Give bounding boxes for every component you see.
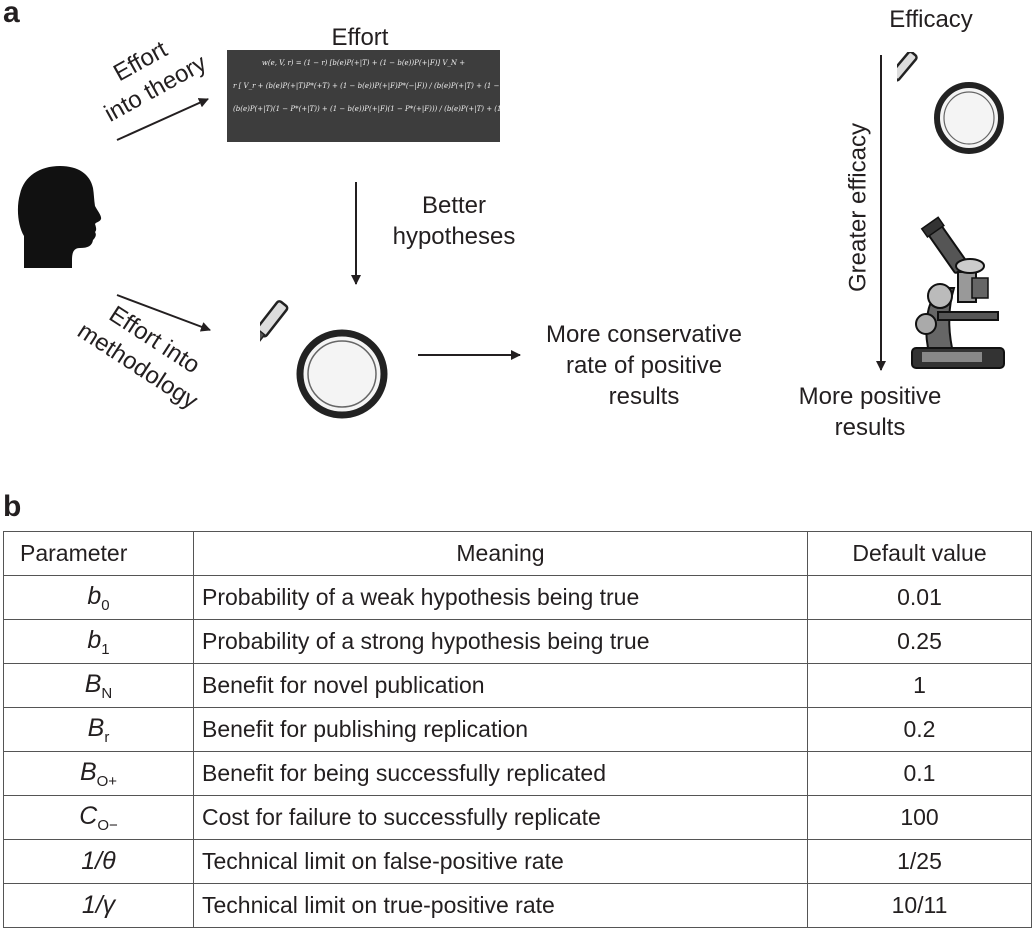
header-meaning: Meaning — [193, 531, 808, 576]
conservative-rate-line3: results — [608, 383, 680, 410]
parameter-symbol: 1/θ — [3, 839, 194, 884]
parameter-symbol-subscript: O− — [97, 816, 118, 834]
parameter-symbol-subscript: O+ — [96, 772, 118, 790]
parameter-default-value: 0.01 — [807, 575, 1032, 620]
effort-title: Effort — [331, 24, 389, 51]
person-head-icon — [17, 166, 102, 268]
parameter-meaning: Cost for failure to successfully replica… — [193, 795, 808, 840]
table-row: 1/θ Technical limit on false-positive rat… — [3, 839, 1032, 884]
parameter-meaning: Benefit for novel publication — [193, 663, 808, 708]
parameter-default-value: 100 — [807, 795, 1032, 840]
equation-line-1: w(e, V, r) = (1 − r) [b(e)P(+|T) + (1 − … — [261, 59, 466, 67]
parameter-default-value: 1/25 — [807, 839, 1032, 884]
magnifying-glass-icon — [260, 300, 388, 419]
parameter-symbol-main: B — [87, 713, 105, 742]
table-header-row: Parameter Meaning Default value — [3, 531, 1032, 576]
parameter-default-value: 0.2 — [807, 707, 1032, 752]
magnifying-glass-small-icon — [897, 52, 1004, 154]
conservative-rate-line1: More conservative — [545, 321, 743, 348]
parameter-symbol: b0 — [3, 575, 194, 620]
parameter-symbol: Br — [3, 707, 194, 752]
efficacy-title: Efficacy — [889, 6, 973, 33]
parameter-symbol: BO+ — [3, 751, 194, 796]
more-positive-line2: results — [834, 414, 906, 441]
panel-a-arrows — [116, 55, 886, 371]
better-hypotheses-label: Better hypotheses — [384, 190, 524, 252]
panel-b-letter: b — [3, 490, 22, 523]
better-hypotheses-line2: hypotheses — [392, 223, 516, 250]
parameter-symbol-subscript: 0 — [101, 596, 110, 614]
parameter-meaning: Technical limit on false-positive rate — [193, 839, 808, 884]
equation-line-3: (b(e)P(+|T)(1 − P*(+|T)) + (1 − b(e))P(+… — [233, 105, 500, 113]
more-positive-line1: More positive — [798, 383, 942, 410]
parameter-symbol-subscript: r — [104, 728, 110, 746]
parameter-symbol: CO− — [3, 795, 194, 840]
parameter-meaning: Benefit for being successfully replicate… — [193, 751, 808, 796]
parameter-symbol-main: 1/θ — [81, 847, 116, 875]
table-row: BO+Benefit for being successfully replic… — [3, 751, 1032, 796]
microscope-icon — [911, 216, 1005, 369]
parameter-symbol-main: b — [87, 581, 102, 610]
parameter-symbol-main: b — [87, 625, 102, 654]
equation-line-2: r [ V_r + (b(e)P(+|T)P*(+T) + (1 − b(e))… — [233, 82, 500, 90]
arrow-effort-theory — [116, 98, 209, 141]
arrow-effort-methodology — [116, 294, 211, 332]
more-positive-label: More positive results — [790, 381, 950, 443]
parameter-symbol-main: B — [84, 669, 102, 698]
parameter-default-value: 1 — [807, 663, 1032, 708]
parameter-symbol-main: B — [79, 757, 97, 786]
parameter-symbol-subscript: 1 — [101, 640, 110, 658]
parameter-meaning: Probability of a strong hypothesis being… — [193, 619, 808, 664]
table-row: CO−Cost for failure to successfully repl… — [3, 795, 1032, 840]
parameter-symbol: BN — [3, 663, 194, 708]
parameter-meaning: Benefit for publishing replication — [193, 707, 808, 752]
header-default-value: Default value — [807, 531, 1032, 576]
conservative-rate-line2: rate of positive — [565, 352, 723, 379]
parameter-default-value: 0.1 — [807, 751, 1032, 796]
parameter-meaning: Probability of a weak hypothesis being t… — [193, 575, 808, 620]
better-hypotheses-line1: Better — [421, 192, 487, 219]
parameter-symbol-subscript: N — [101, 684, 113, 702]
parameter-default-value: 0.25 — [807, 619, 1032, 664]
conservative-rate-label: More conservative rate of positive resul… — [514, 319, 774, 412]
header-parameter: Parameter — [3, 531, 194, 576]
effort-equation: w(e, V, r) = (1 − r) [b(e)P(+|T) + (1 − … — [227, 50, 500, 142]
panel-a-letter: a — [3, 0, 20, 29]
parameter-symbol: b1 — [3, 619, 194, 664]
parameter-symbol-main: C — [79, 801, 98, 830]
parameter-symbol-main: 1/γ — [81, 891, 116, 919]
